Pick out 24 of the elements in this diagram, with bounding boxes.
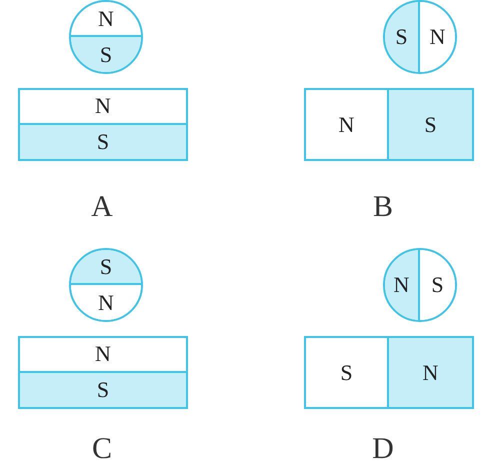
- option-label: A: [90, 190, 114, 224]
- magnet-pole: N: [71, 285, 141, 320]
- magnet-pole: N: [385, 250, 420, 320]
- magnet-pole: N: [71, 2, 141, 37]
- magnet-pole: S: [420, 250, 455, 320]
- option-label: B: [372, 190, 394, 224]
- magnet-circle: [383, 0, 457, 74]
- bar-magnet: [304, 88, 474, 161]
- magnet-pole: N: [420, 2, 455, 72]
- bar-magnet: [18, 88, 188, 161]
- magnet-pole: N: [389, 338, 472, 407]
- magnet-circle: [69, 0, 143, 74]
- magnet-pole: S: [389, 90, 472, 159]
- magnet-pole: S: [71, 250, 141, 285]
- magnet-pole: S: [20, 372, 186, 407]
- magnet-pole: S: [20, 124, 186, 159]
- magnet-pole: S: [71, 37, 141, 72]
- bar-magnet: [304, 336, 474, 409]
- option-label: C: [90, 432, 113, 466]
- magnet-pole: S: [385, 2, 420, 72]
- bar-magnet: [18, 336, 188, 409]
- option-label: D: [371, 432, 395, 466]
- magnet-circle: [383, 248, 457, 322]
- magnet-circle: [69, 248, 143, 322]
